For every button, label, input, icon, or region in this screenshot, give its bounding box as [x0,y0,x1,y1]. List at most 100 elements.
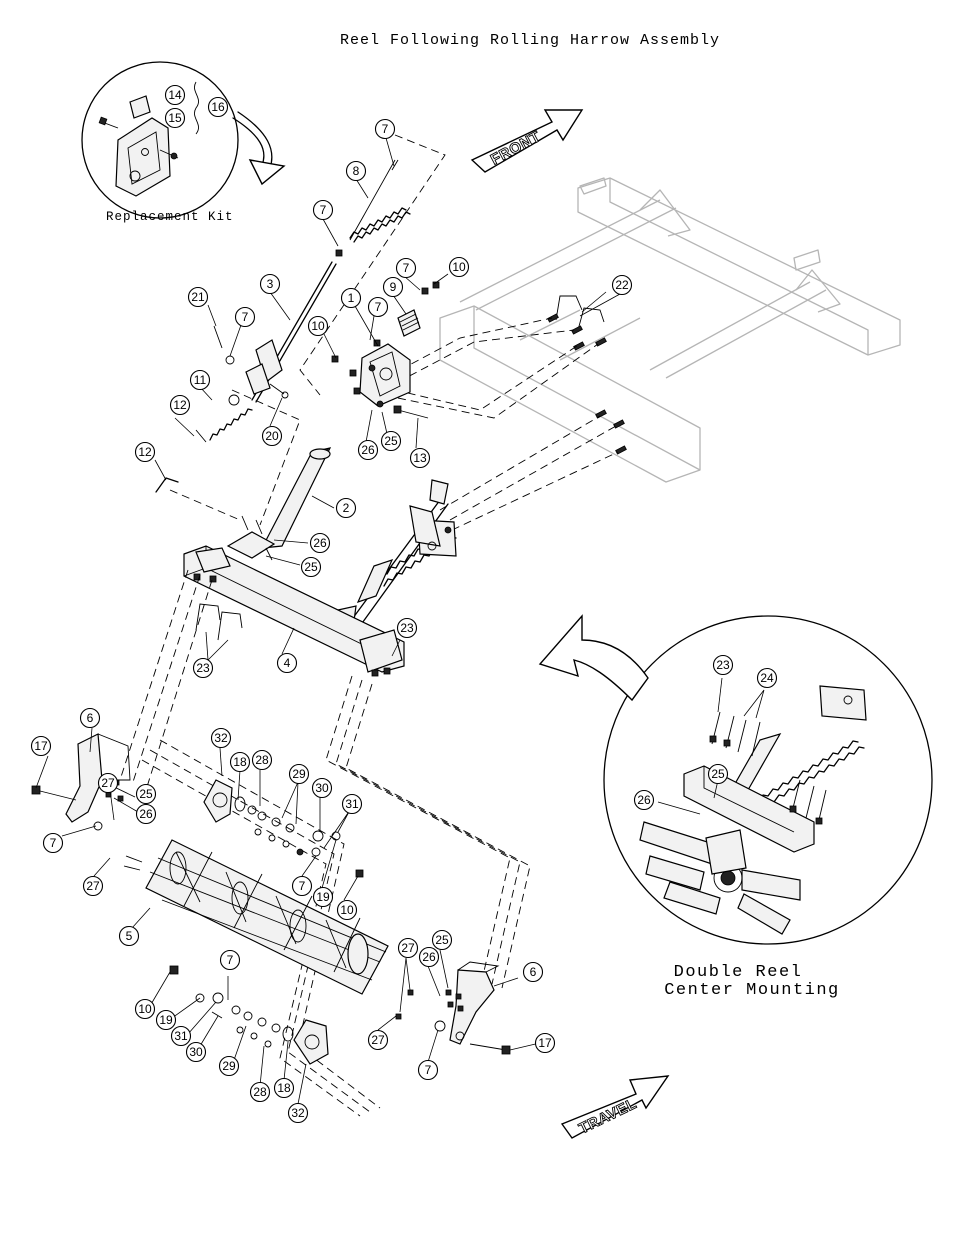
svg-text:23: 23 [196,661,210,675]
callout-23-a: 23 [396,617,418,639]
double-reel-caption-line2: Center Mounting [664,981,840,1000]
callout-8: 8 [345,160,367,182]
callout-7-e: 7 [234,306,256,328]
callout-6-left: 6 [79,707,101,729]
svg-text:23: 23 [400,621,414,635]
callout-17-a: 17 [30,735,52,757]
callout-9: 9 [382,276,404,298]
callout-27-c: 27 [397,937,419,959]
callout-32-a: 32 [210,727,232,749]
svg-text:27: 27 [371,1033,385,1047]
svg-text:15: 15 [168,111,182,125]
svg-text:26: 26 [422,950,436,964]
svg-text:10: 10 [311,319,325,333]
callout-26-e: 26 [633,789,655,811]
svg-text:13: 13 [413,451,427,465]
callout-21: 21 [187,286,209,308]
callout-31-b: 31 [170,1025,192,1047]
callout-26-c: 26 [135,803,157,825]
callout-10-d: 10 [134,998,156,1020]
double-reel-inset [538,614,933,945]
main-arm-assembly [226,447,457,641]
svg-text:32: 32 [214,731,228,745]
replacement-kit-label: Replacement Kit [106,210,234,224]
svg-text:7: 7 [242,310,249,324]
callout-5: 5 [118,925,140,947]
svg-text:9: 9 [390,280,397,294]
front-direction-arrow: FRONT [470,109,584,173]
svg-text:19: 19 [316,890,330,904]
callout-7-i: 7 [417,1059,439,1081]
svg-text:25: 25 [384,434,398,448]
callout-30-a: 30 [311,777,333,799]
callout-1: 1 [340,287,362,309]
callout-7-h: 7 [219,949,241,971]
callout-7-f: 7 [42,832,64,854]
svg-text:18: 18 [277,1081,291,1095]
svg-text:11: 11 [194,373,207,387]
svg-text:24: 24 [760,671,774,685]
travel-direction-arrow: TRAVEL [560,1075,670,1139]
svg-text:7: 7 [382,122,389,136]
callout-23-c: 23 [712,654,734,676]
svg-text:5: 5 [126,929,133,943]
svg-text:4: 4 [284,656,291,670]
callout-24: 24 [756,667,778,689]
callout-27-b: 27 [82,875,104,897]
callout-14: 14 [164,84,186,106]
callout-12-a: 12 [169,394,191,416]
svg-text:7: 7 [425,1063,432,1077]
svg-text:32: 32 [291,1106,305,1120]
svg-text:26: 26 [313,536,327,550]
svg-text:28: 28 [253,1085,267,1099]
tractor-frame-ghost [439,177,901,483]
svg-text:18: 18 [233,755,247,769]
svg-text:1: 1 [348,291,355,305]
svg-text:25: 25 [139,787,153,801]
svg-text:31: 31 [345,797,359,811]
callout-7-g: 7 [291,875,313,897]
side-plate-right [395,961,511,1055]
svg-text:10: 10 [452,260,466,274]
callout-10-c: 10 [336,899,358,921]
bearing-stack-upper [203,779,364,878]
svg-text:2: 2 [343,501,350,515]
callout-29-b: 29 [218,1055,240,1077]
svg-text:17: 17 [34,739,48,753]
svg-text:26: 26 [637,793,651,807]
svg-text:26: 26 [139,807,153,821]
svg-text:20: 20 [265,429,279,443]
assembly-hidden-lines-top [169,134,619,531]
svg-text:16: 16 [211,100,225,114]
upper-linkage [155,159,440,493]
callout-22: 22 [611,274,633,296]
svg-text:25: 25 [711,767,725,781]
svg-text:26: 26 [361,443,375,457]
svg-text:27: 27 [86,879,100,893]
bearing-stack-lower [169,965,329,1065]
svg-text:30: 30 [189,1045,203,1059]
callout-12-b: 12 [134,441,156,463]
callout-25-b: 25 [300,556,322,578]
svg-text:22: 22 [615,278,629,292]
callout-18-b: 18 [273,1077,295,1099]
callout-16: 16 [207,96,229,118]
callout-3: 3 [259,273,281,295]
callout-31-a: 31 [341,793,363,815]
svg-text:3: 3 [267,277,274,291]
svg-text:25: 25 [304,560,318,574]
callout-27-a: 27 [97,772,119,794]
svg-text:12: 12 [173,398,187,412]
reel-part-5 [123,839,389,995]
svg-text:7: 7 [375,300,382,314]
callout-27-d: 27 [367,1029,389,1051]
callout-7-c: 7 [395,257,417,279]
callout-19-a: 19 [312,886,334,908]
svg-text:7: 7 [403,261,410,275]
callout-25-a: 25 [380,430,402,452]
svg-text:30: 30 [315,781,329,795]
svg-text:27: 27 [101,776,115,790]
svg-text:17: 17 [538,1036,552,1050]
callout-30-b: 30 [185,1041,207,1063]
